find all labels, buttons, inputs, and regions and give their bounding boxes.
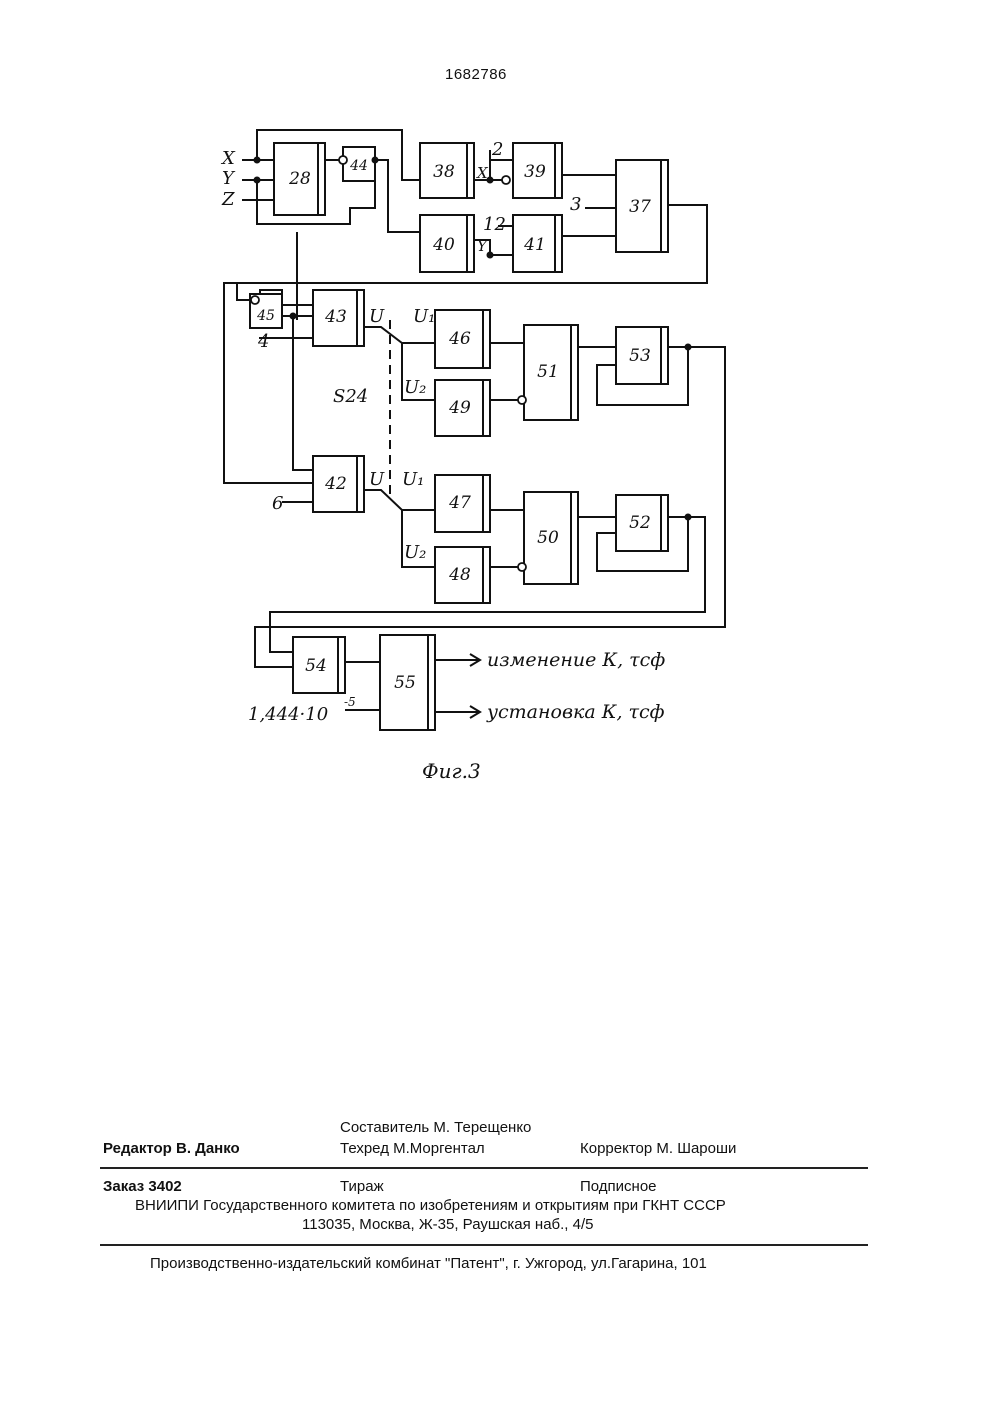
imprint-order: Заказ 3402 — [103, 1178, 182, 1195]
input-y-label: Y — [222, 168, 236, 189]
block-45-label: 45 — [256, 308, 275, 324]
order-label: Заказ — [103, 1178, 144, 1195]
block-50-label: 50 — [537, 528, 559, 548]
imprint-subscription: Подписное — [580, 1178, 657, 1195]
signal-u2-top: U₂ — [404, 377, 426, 398]
block-28-label: 28 — [288, 169, 311, 189]
figure-caption: Фиг.3 — [422, 759, 481, 783]
constant-label: 1,444·10 — [248, 704, 328, 725]
block-42-label: 42 — [324, 474, 347, 494]
signal-u1-bottom: U₁ — [402, 469, 424, 490]
imprint-editor: Редактор В. Данко — [103, 1140, 240, 1157]
block-41-label: 41 — [523, 235, 546, 255]
imprint-institute: ВНИИПИ Государственного комитета по изоб… — [135, 1197, 726, 1214]
signal-u2-bottom: U₂ — [404, 542, 426, 563]
imprint-rule-top — [100, 1167, 868, 1169]
block-55-label: 55 — [394, 673, 416, 693]
switch-label: S24 — [333, 386, 368, 407]
block-47-label: 47 — [448, 493, 471, 513]
block-40-label: 40 — [432, 235, 455, 255]
input-4-label: 4 — [257, 331, 269, 352]
signal-u-top: U — [369, 306, 385, 327]
imprint-publisher: Производственно-издательский комбинат "П… — [150, 1255, 707, 1272]
signal-u1-top: U₁ — [413, 306, 435, 327]
input-6-label: 6 — [272, 493, 283, 514]
block-52-label: 52 — [629, 513, 651, 533]
block-39-label: 39 — [524, 162, 546, 182]
block-43-label: 43 — [324, 307, 347, 327]
output-setting-label: установка К, τсф — [486, 701, 665, 723]
block-46-label: 46 — [448, 329, 471, 349]
signal-x-label: X — [476, 164, 489, 182]
imprint-circulation: Тираж — [340, 1178, 384, 1195]
imprint-corrector: Корректор М. Шароши — [580, 1140, 736, 1157]
signal-u-bottom: U — [369, 469, 385, 490]
block-37-label: 37 — [629, 197, 651, 217]
input-3-label: 3 — [570, 194, 581, 215]
input-z-label: Z — [221, 189, 235, 210]
block-diagram: X Y Z 2 12 3 4 6 1,444·10 -5 28 44 38 39… — [0, 0, 1000, 800]
imprint-address: 113035, Москва, Ж-35, Раушская наб., 4/5 — [302, 1216, 594, 1233]
block-49-label: 49 — [448, 398, 471, 418]
block-53-label: 53 — [629, 346, 651, 366]
block-44-label: 44 — [349, 158, 368, 174]
imprint-techred: Техред М.Моргентал — [340, 1140, 485, 1157]
input-12-label: 12 — [483, 214, 506, 235]
block-51-label: 51 — [537, 362, 559, 382]
block-48-label: 48 — [448, 565, 471, 585]
block-38-label: 38 — [433, 162, 455, 182]
imprint-rule-bottom — [100, 1244, 868, 1246]
input-x-label: X — [220, 148, 236, 169]
order-number: 3402 — [148, 1178, 181, 1195]
output-change-label: изменение К, τсф — [487, 649, 665, 671]
imprint-composer: Составитель М. Терещенко — [340, 1119, 531, 1136]
input-2-label: 2 — [491, 139, 503, 160]
block-54-label: 54 — [305, 656, 327, 676]
constant-exponent: -5 — [344, 695, 356, 709]
